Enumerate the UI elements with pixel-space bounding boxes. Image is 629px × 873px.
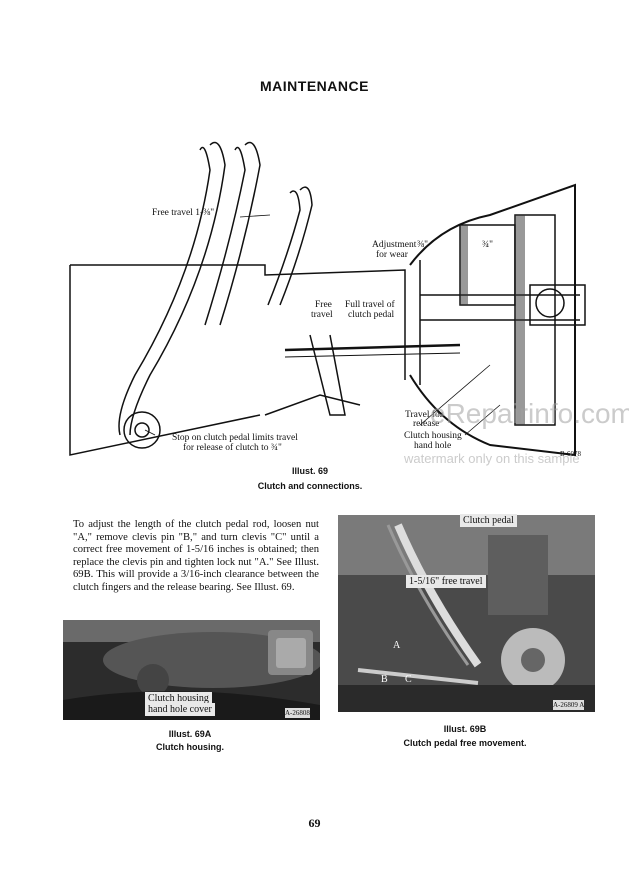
label-free-travel: Free travel 1-⅜" [152,208,215,218]
page-title: MAINTENANCE [260,78,369,94]
label-full-travel: Full travel of [345,300,395,310]
watermark-note: watermark only on this sample [404,451,580,466]
watermark-site: eRepairinfo.com [430,398,629,429]
photoB-label-a: A [393,640,401,651]
illust69-caption: Clutch and connections. [257,481,363,491]
label-adjustment: Adjustment [372,240,417,250]
photoB-label-c: C [405,674,412,685]
photoA-code: A-26808 [285,708,310,718]
illust69a-caption: Clutch housing. [156,742,224,752]
illust69a-number: Illust. 69A [168,729,212,739]
label-stop-line2: for release of clutch to ¾" [183,443,282,453]
label-frac-a: ⅜" [417,240,429,250]
illust69b-number: Illust. 69B [443,724,487,734]
illust69-number: Illust. 69 [291,466,328,476]
label-travel: travel [311,310,333,320]
label-clutch-pedal: clutch pedal [348,310,395,320]
label-stop-line1: Stop on clutch pedal limits travel [172,433,298,443]
clutch-diagram-drawing [69,141,586,457]
photo-clutch-housing [63,620,320,720]
instruction-paragraph: To adjust the length of the clutch pedal… [73,519,319,593]
photoB-label-travel: 1-5/16" free travel [406,575,486,588]
label-free: Free [315,300,332,310]
label-clutch-housing: Clutch housing [404,431,462,441]
photo-clutch-housing-image [63,620,320,720]
photoB-label-pedal: Clutch pedal [460,514,517,527]
diagram-code: B-6078 [560,450,581,458]
label-travel-for: Travel for [405,410,443,420]
photoB-code: A-26809 A [553,700,585,710]
photoA-label2: hand hole cover [145,703,215,716]
label-hand-hole: hand hole [414,441,452,451]
photo-clutch-pedal [338,515,595,712]
photoB-label-b: B [381,674,388,685]
photoA-label1: Clutch housing [145,692,212,705]
clutch-diagram [60,125,600,460]
page-number: 69 [308,816,321,830]
label-for-wear: for wear [376,250,408,260]
illust69b-caption: Clutch pedal free movement. [403,738,527,748]
label-release: release [413,419,440,429]
photo-clutch-pedal-image [338,515,595,712]
label-frac-b: ¾" [482,240,494,250]
